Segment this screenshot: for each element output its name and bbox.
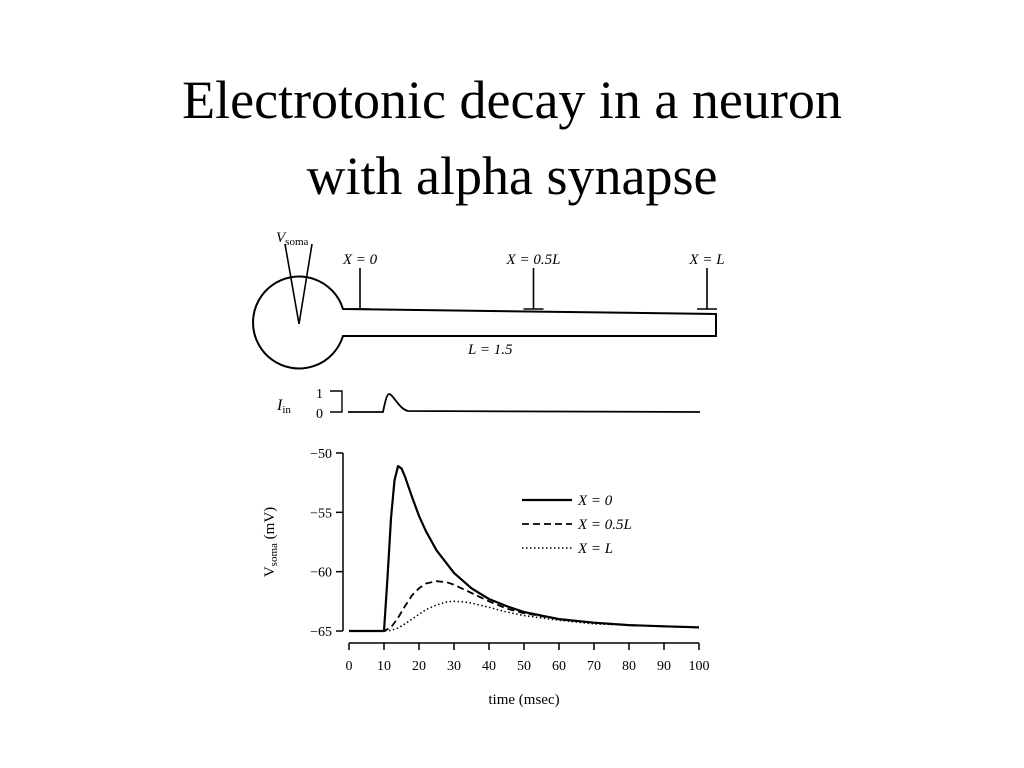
- chart-legend: X = 0 X = 0.5L X = L: [522, 493, 632, 557]
- synapse-label-1: X = 0.5L: [506, 252, 561, 268]
- length-label: L = 1.5: [467, 342, 513, 358]
- x-tick-label-10: 100: [689, 659, 710, 674]
- voltage-chart: −50 −55 −60 −65 0 10 20 30 40 50 60 70 80 90 100 X = 0…: [262, 447, 710, 708]
- y-axis-label-v: V: [262, 566, 278, 577]
- electrode-label: Vsoma: [276, 230, 309, 248]
- x-axis-label: time (msec): [488, 692, 559, 708]
- y-axis-label-suffix: (mV): [262, 507, 278, 543]
- chart-series: [349, 465, 700, 633]
- electrode-line-left: [284, 243, 300, 325]
- synapse-label-0: X = 0: [342, 252, 378, 268]
- y-tick-label-2: −60: [310, 566, 332, 581]
- neuron-diagram: Vsoma X = 0 X = 0.5L X = L L = 1.5: [252, 230, 725, 370]
- electrode-line-right: [298, 243, 313, 325]
- y-tick-label-0: −50: [310, 447, 332, 462]
- chart-axes: −50 −55 −60 −65 0 10 20 30 40 50 60 70 80 90 100: [310, 447, 709, 674]
- series-line-2: [349, 600, 700, 632]
- input-trace-label: Iin: [276, 397, 291, 416]
- x-tick-label-9: 90: [657, 659, 671, 674]
- electrode-label-sub: soma: [285, 236, 308, 248]
- input-trace-label-i: I: [276, 397, 283, 414]
- y-tick-label-3: −65: [310, 625, 332, 640]
- slide-title-line-1: Electrotonic decay in a neuron: [182, 70, 842, 130]
- series-line-1: [349, 580, 700, 632]
- x-tick-label-5: 50: [517, 659, 531, 674]
- soma-and-dendrite: [252, 275, 717, 370]
- slide-title-line-2: with alpha synapse: [306, 146, 718, 206]
- y-tick-label-1: −55: [310, 506, 332, 521]
- input-trace-line: [348, 393, 701, 413]
- legend-label-0: X = 0: [577, 493, 613, 509]
- input-trace-scale-bracket: [330, 390, 343, 413]
- synapse-label-2: X = L: [688, 252, 724, 268]
- x-tick-label-4: 40: [482, 659, 496, 674]
- x-tick-label-7: 70: [587, 659, 601, 674]
- x-tick-label-6: 60: [552, 659, 566, 674]
- x-tick-label-1: 10: [377, 659, 391, 674]
- synapse-markers: X = 0 X = 0.5L X = L: [342, 252, 725, 310]
- input-trace-tick-1: 1: [316, 387, 323, 402]
- y-axis-label-sub: soma: [268, 543, 280, 566]
- legend-label-1: X = 0.5L: [577, 517, 632, 533]
- x-tick-label-2: 20: [412, 659, 426, 674]
- input-trace-tick-0: 0: [316, 407, 323, 422]
- slide-title: Electrotonic decay in a neuron with alph…: [0, 62, 1024, 214]
- y-axis-label: Vsoma (mV): [262, 507, 280, 577]
- series-line-0: [349, 465, 700, 633]
- x-tick-label-3: 30: [447, 659, 461, 674]
- legend-label-2: X = L: [577, 541, 613, 557]
- input-trace-label-sub: in: [282, 404, 291, 416]
- x-tick-label-8: 80: [622, 659, 636, 674]
- electrode-label-v: V: [276, 230, 287, 246]
- x-tick-label-0: 0: [346, 659, 353, 674]
- input-current-trace: Iin 1 0: [276, 387, 701, 422]
